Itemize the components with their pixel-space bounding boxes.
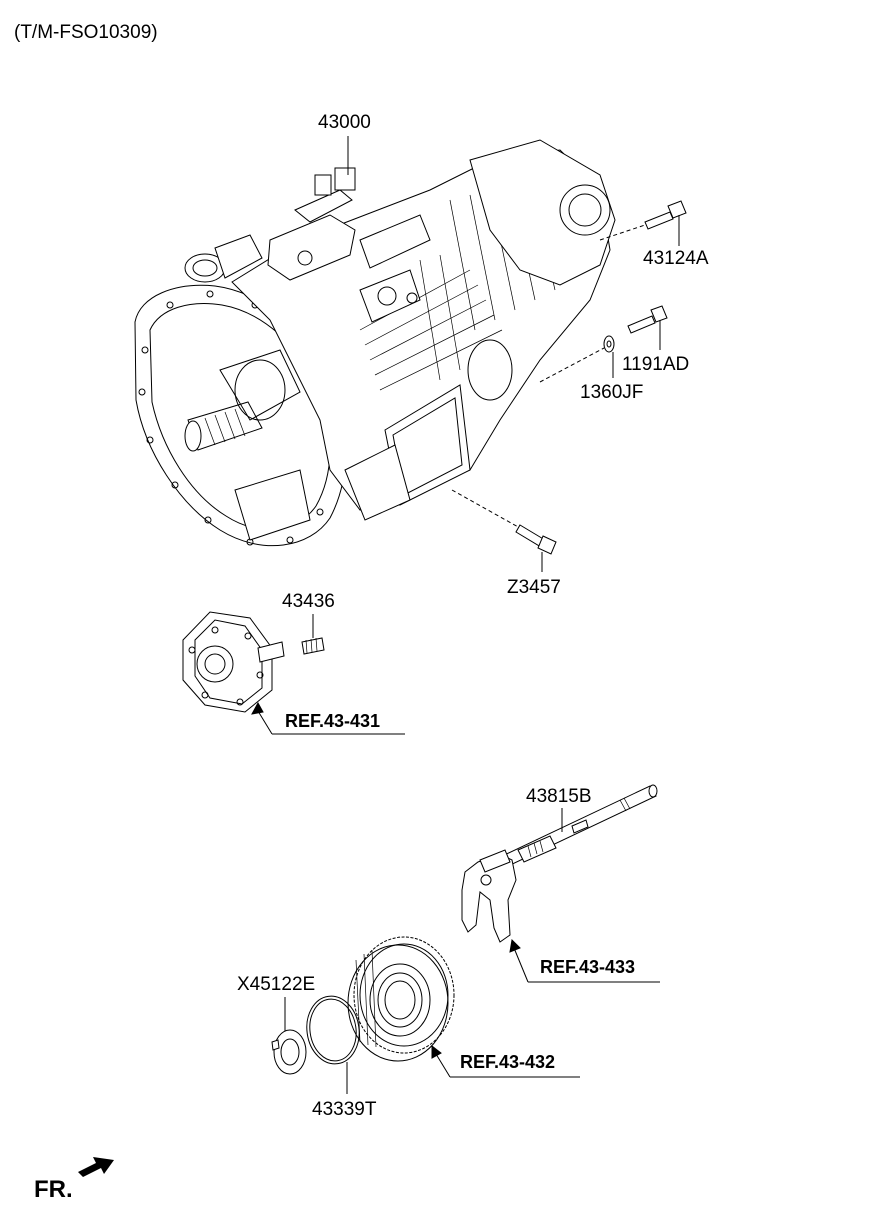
thrust-washer-drawing <box>271 1029 307 1075</box>
bolt-Z3457-drawing <box>451 489 557 555</box>
part-label-43815B: 43815B <box>526 786 592 807</box>
ref-arrow-43-431 <box>251 701 405 735</box>
snap-ring-drawing <box>306 995 360 1065</box>
part-label-43124A: 43124A <box>643 248 709 269</box>
part-label-Z3457: Z3457 <box>507 577 561 598</box>
part-label-X45122E: X45122E <box>237 974 315 995</box>
part-label-1360JF: 1360JF <box>580 382 643 403</box>
adapter-housing-drawing <box>182 611 325 713</box>
ref-label-43-433: REF.43-433 <box>540 957 635 977</box>
shift-rod-fork-drawing <box>461 784 658 943</box>
part-label-43339T: 43339T <box>312 1099 377 1120</box>
front-direction-label: FR. <box>34 1176 73 1203</box>
synchro-gear-drawing <box>347 936 455 1062</box>
ref-label-43-432: REF.43-432 <box>460 1052 555 1072</box>
ref-label-43-431: REF.43-431 <box>285 711 380 731</box>
bolt-43124A-drawing <box>599 200 687 241</box>
transmission-assembly-drawing <box>134 139 616 547</box>
bolt-1191AD-drawing <box>627 305 668 334</box>
part-label-1191AD: 1191AD <box>622 354 689 375</box>
washer-1360JF-drawing <box>539 335 615 383</box>
part-label-43436: 43436 <box>282 591 335 612</box>
front-direction-arrow-icon <box>78 1157 114 1177</box>
ref-arrow-43-433 <box>509 938 660 983</box>
ref-arrow-43-432 <box>431 1044 580 1078</box>
part-label-43000: 43000 <box>318 112 371 133</box>
diagram-code: (T/M-FSO10309) <box>14 22 158 43</box>
